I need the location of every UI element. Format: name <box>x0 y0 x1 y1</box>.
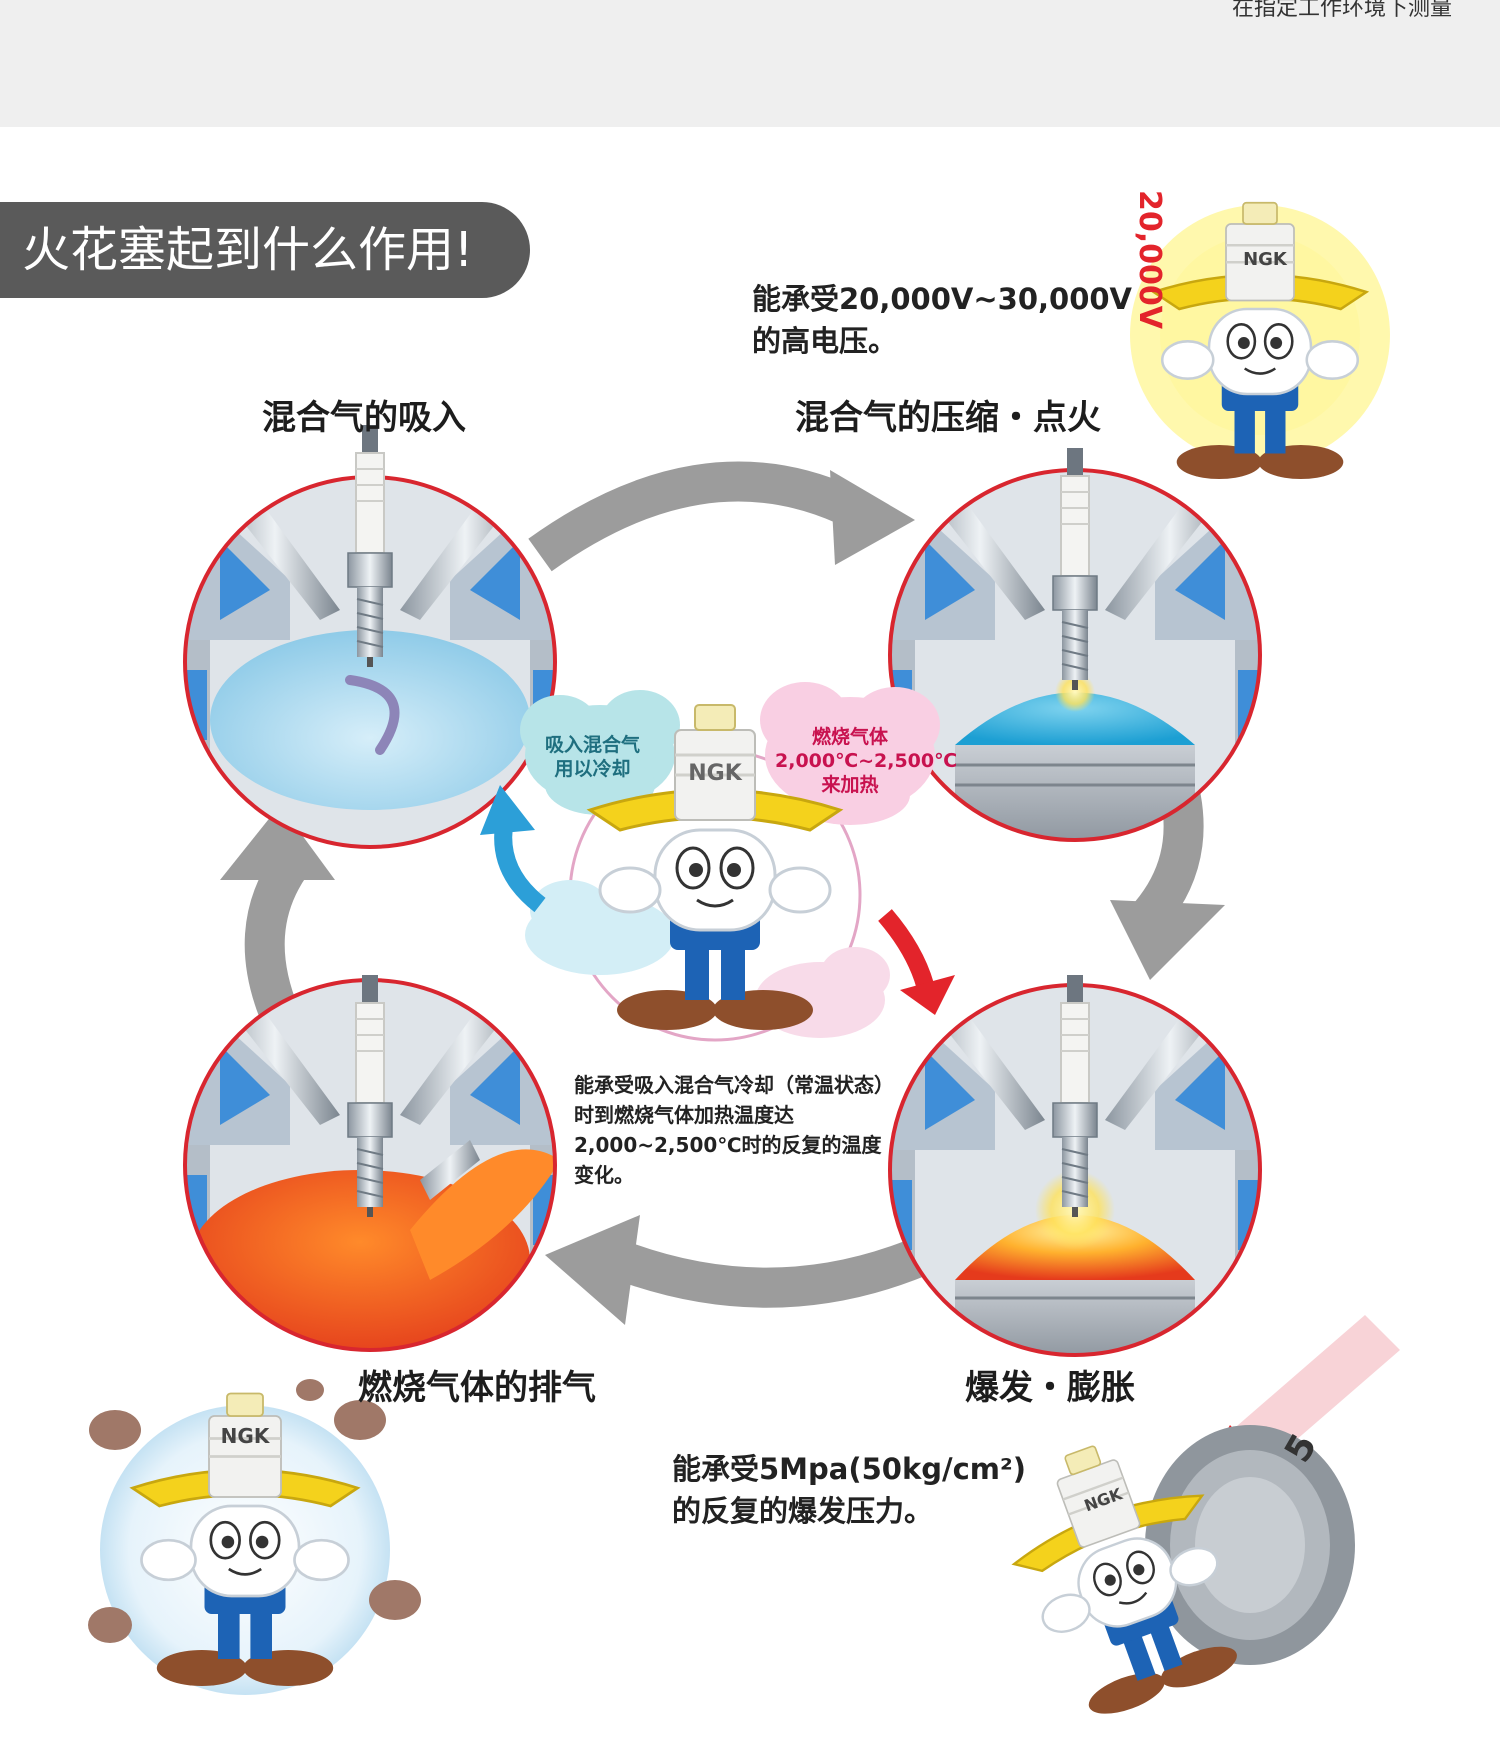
cool-flow-arrow-icon <box>480 785 546 913</box>
hot-cloud-text: 燃烧气体 2,000℃~2,500℃ 来加热 <box>775 725 958 797</box>
compression-stage-circle <box>888 447 1262 842</box>
pressure-mascot-group: 5 NGK <box>984 1315 1400 1731</box>
voltage-badge: 20,000V <box>1132 190 1167 330</box>
cycle-arrow-exhaust-to-intake <box>220 805 335 1023</box>
hot-cloud <box>760 682 940 825</box>
cool-cloud-lower <box>525 880 675 975</box>
center-brand-label: NGK <box>688 761 742 786</box>
voltage-note-line-1: 能承受20,000V~30,000V <box>752 282 1133 316</box>
exhaust-mascot-brand: NGK <box>221 1424 271 1448</box>
pressure-note-line-2: 的反复的爆发压力。 <box>672 1494 934 1528</box>
central-cycle: NGK <box>480 682 955 1042</box>
voltage-note-line-2: 的高电压。 <box>752 324 898 358</box>
section-title: 火花塞起到什么作用! <box>0 202 530 298</box>
hot-cloud-line-2: 2,000℃~2,500℃ <box>775 750 958 772</box>
top-partial-note: 在指定工作环境下测量 <box>1231 0 1452 21</box>
intake-stage-circle <box>183 424 557 849</box>
voltage-mascot-brand: NGK <box>1243 249 1288 270</box>
pressure-note: 能承受5Mpa(50kg/cm²) 的反复的爆发压力。 <box>672 1448 1026 1532</box>
hot-cloud-line-3: 来加热 <box>821 774 879 796</box>
top-band: 在指定工作环境下测量 <box>0 0 1500 127</box>
cool-cloud-line-2: 用以冷却 <box>554 758 631 780</box>
exhaust-mascot-group: NGK <box>88 1379 421 1695</box>
cool-cloud-line-1: 吸入混合气 <box>545 734 641 756</box>
pressure-note-line-1: 能承受5Mpa(50kg/cm²) <box>672 1452 1026 1486</box>
thermal-note: 能承受吸入混合气冷却（常温状态）时到燃烧气体加热温度达2,000~2,500℃时… <box>574 1073 894 1187</box>
explosion-stage-circle <box>888 974 1262 1357</box>
stage-label-compression: 混合气的压缩・点火 <box>795 398 1101 438</box>
voltage-mascot-group: 20,000V NGK <box>1130 190 1390 481</box>
hot-cloud-line-1: 燃烧气体 <box>811 726 888 748</box>
stage-label-explosion: 爆发・膨胀 <box>965 1368 1135 1408</box>
heat-flow-arrow-icon <box>878 909 955 1015</box>
exhaust-stage-circle <box>183 974 557 1352</box>
stage-label-exhaust: 燃烧气体的排气 <box>358 1368 596 1408</box>
cycle-arrow-intake-to-compression <box>528 461 915 572</box>
cool-cloud-text: 吸入混合气 用以冷却 <box>545 733 640 781</box>
cycle-arrow-explosion-to-exhaust <box>545 1215 944 1325</box>
stage-label-intake: 混合气的吸入 <box>262 398 466 438</box>
voltage-note: 能承受20,000V~30,000V 的高电压。 <box>752 278 1132 362</box>
